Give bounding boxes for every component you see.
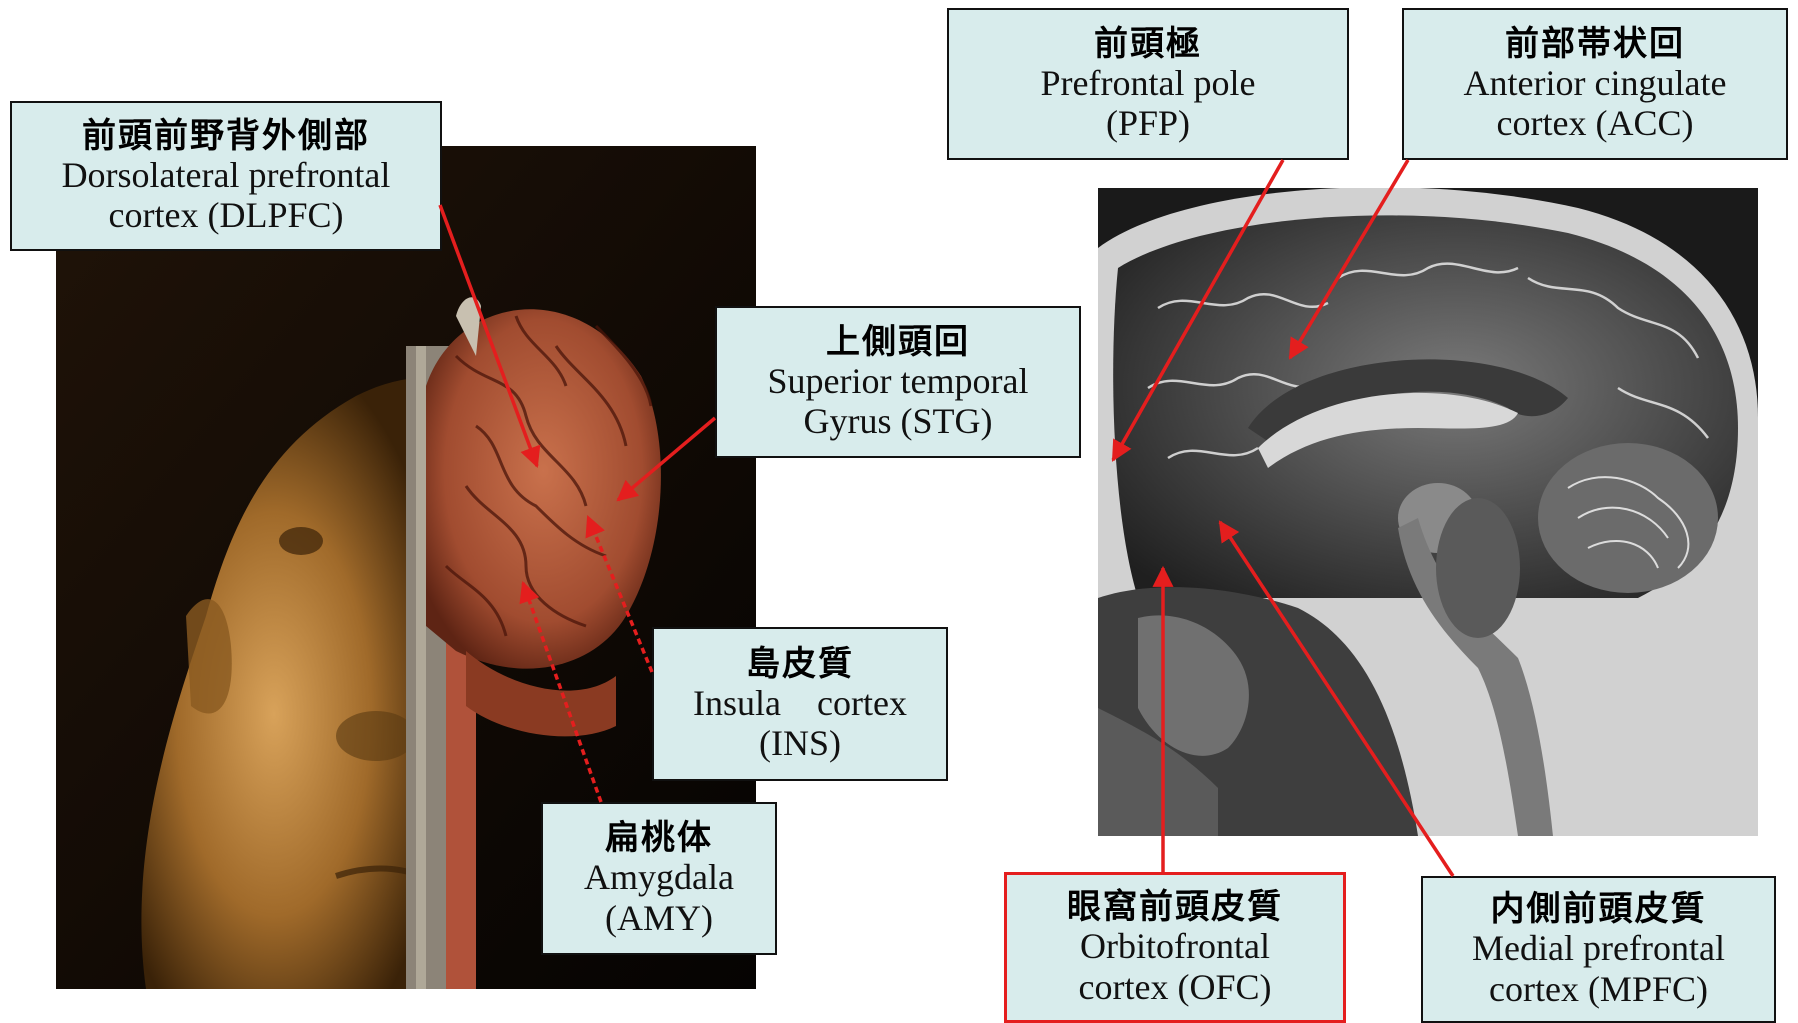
label-stg-en-line1: Superior temporal: [717, 361, 1079, 401]
label-ofc-en-line2: cortex (OFC): [1007, 967, 1343, 1007]
label-mpfc-en-line1: Medial prefrontal: [1423, 928, 1774, 968]
label-acc-en-line2: cortex (ACC): [1404, 103, 1786, 143]
label-amy-en-line2: (AMY): [543, 898, 775, 938]
label-ofc-jp: 眼窩前頭皮質: [1007, 888, 1343, 926]
label-stg-jp: 上側頭回: [717, 323, 1079, 361]
label-amy-jp: 扁桃体: [543, 819, 775, 857]
label-ins-en-line1: Insula cortex: [654, 683, 946, 723]
label-dlpfc-jp: 前頭前野背外側部: [12, 117, 440, 155]
label-pfp-jp: 前頭極: [949, 25, 1347, 63]
label-pfp-en-line1: Prefrontal pole: [949, 63, 1347, 103]
label-acc: 前部帯状回 Anterior cingulate cortex (ACC): [1402, 8, 1788, 160]
sagittal-mri-image: [1098, 188, 1758, 836]
label-ofc-en-line1: Orbitofrontal: [1007, 926, 1343, 966]
label-dlpfc-en-line1: Dorsolateral prefrontal: [12, 155, 440, 195]
label-ins-en-line2: (INS): [654, 723, 946, 763]
label-acc-en-line1: Anterior cingulate: [1404, 63, 1786, 103]
label-ins-jp: 島皮質: [654, 645, 946, 683]
label-ins: 島皮質 Insula cortex (INS): [652, 627, 948, 781]
label-mpfc-en-line2: cortex (MPFC): [1423, 969, 1774, 1009]
label-stg-en-line2: Gyrus (STG): [717, 401, 1079, 441]
label-mpfc-jp: 内側前頭皮質: [1423, 890, 1774, 928]
label-ofc: 眼窩前頭皮質 Orbitofrontal cortex (OFC): [1004, 872, 1346, 1023]
sagittal-mri-graphic: [1098, 188, 1758, 836]
label-pfp-en-line2: (PFP): [949, 103, 1347, 143]
label-dlpfc: 前頭前野背外側部 Dorsolateral prefrontal cortex …: [10, 101, 442, 251]
label-dlpfc-en-line2: cortex (DLPFC): [12, 195, 440, 235]
label-stg: 上側頭回 Superior temporal Gyrus (STG): [715, 306, 1081, 458]
label-mpfc: 内側前頭皮質 Medial prefrontal cortex (MPFC): [1421, 876, 1776, 1023]
label-amy: 扁桃体 Amygdala (AMY): [541, 802, 777, 955]
label-pfp: 前頭極 Prefrontal pole (PFP): [947, 8, 1349, 160]
label-acc-jp: 前部帯状回: [1404, 25, 1786, 63]
label-amy-en-line1: Amygdala: [543, 857, 775, 897]
